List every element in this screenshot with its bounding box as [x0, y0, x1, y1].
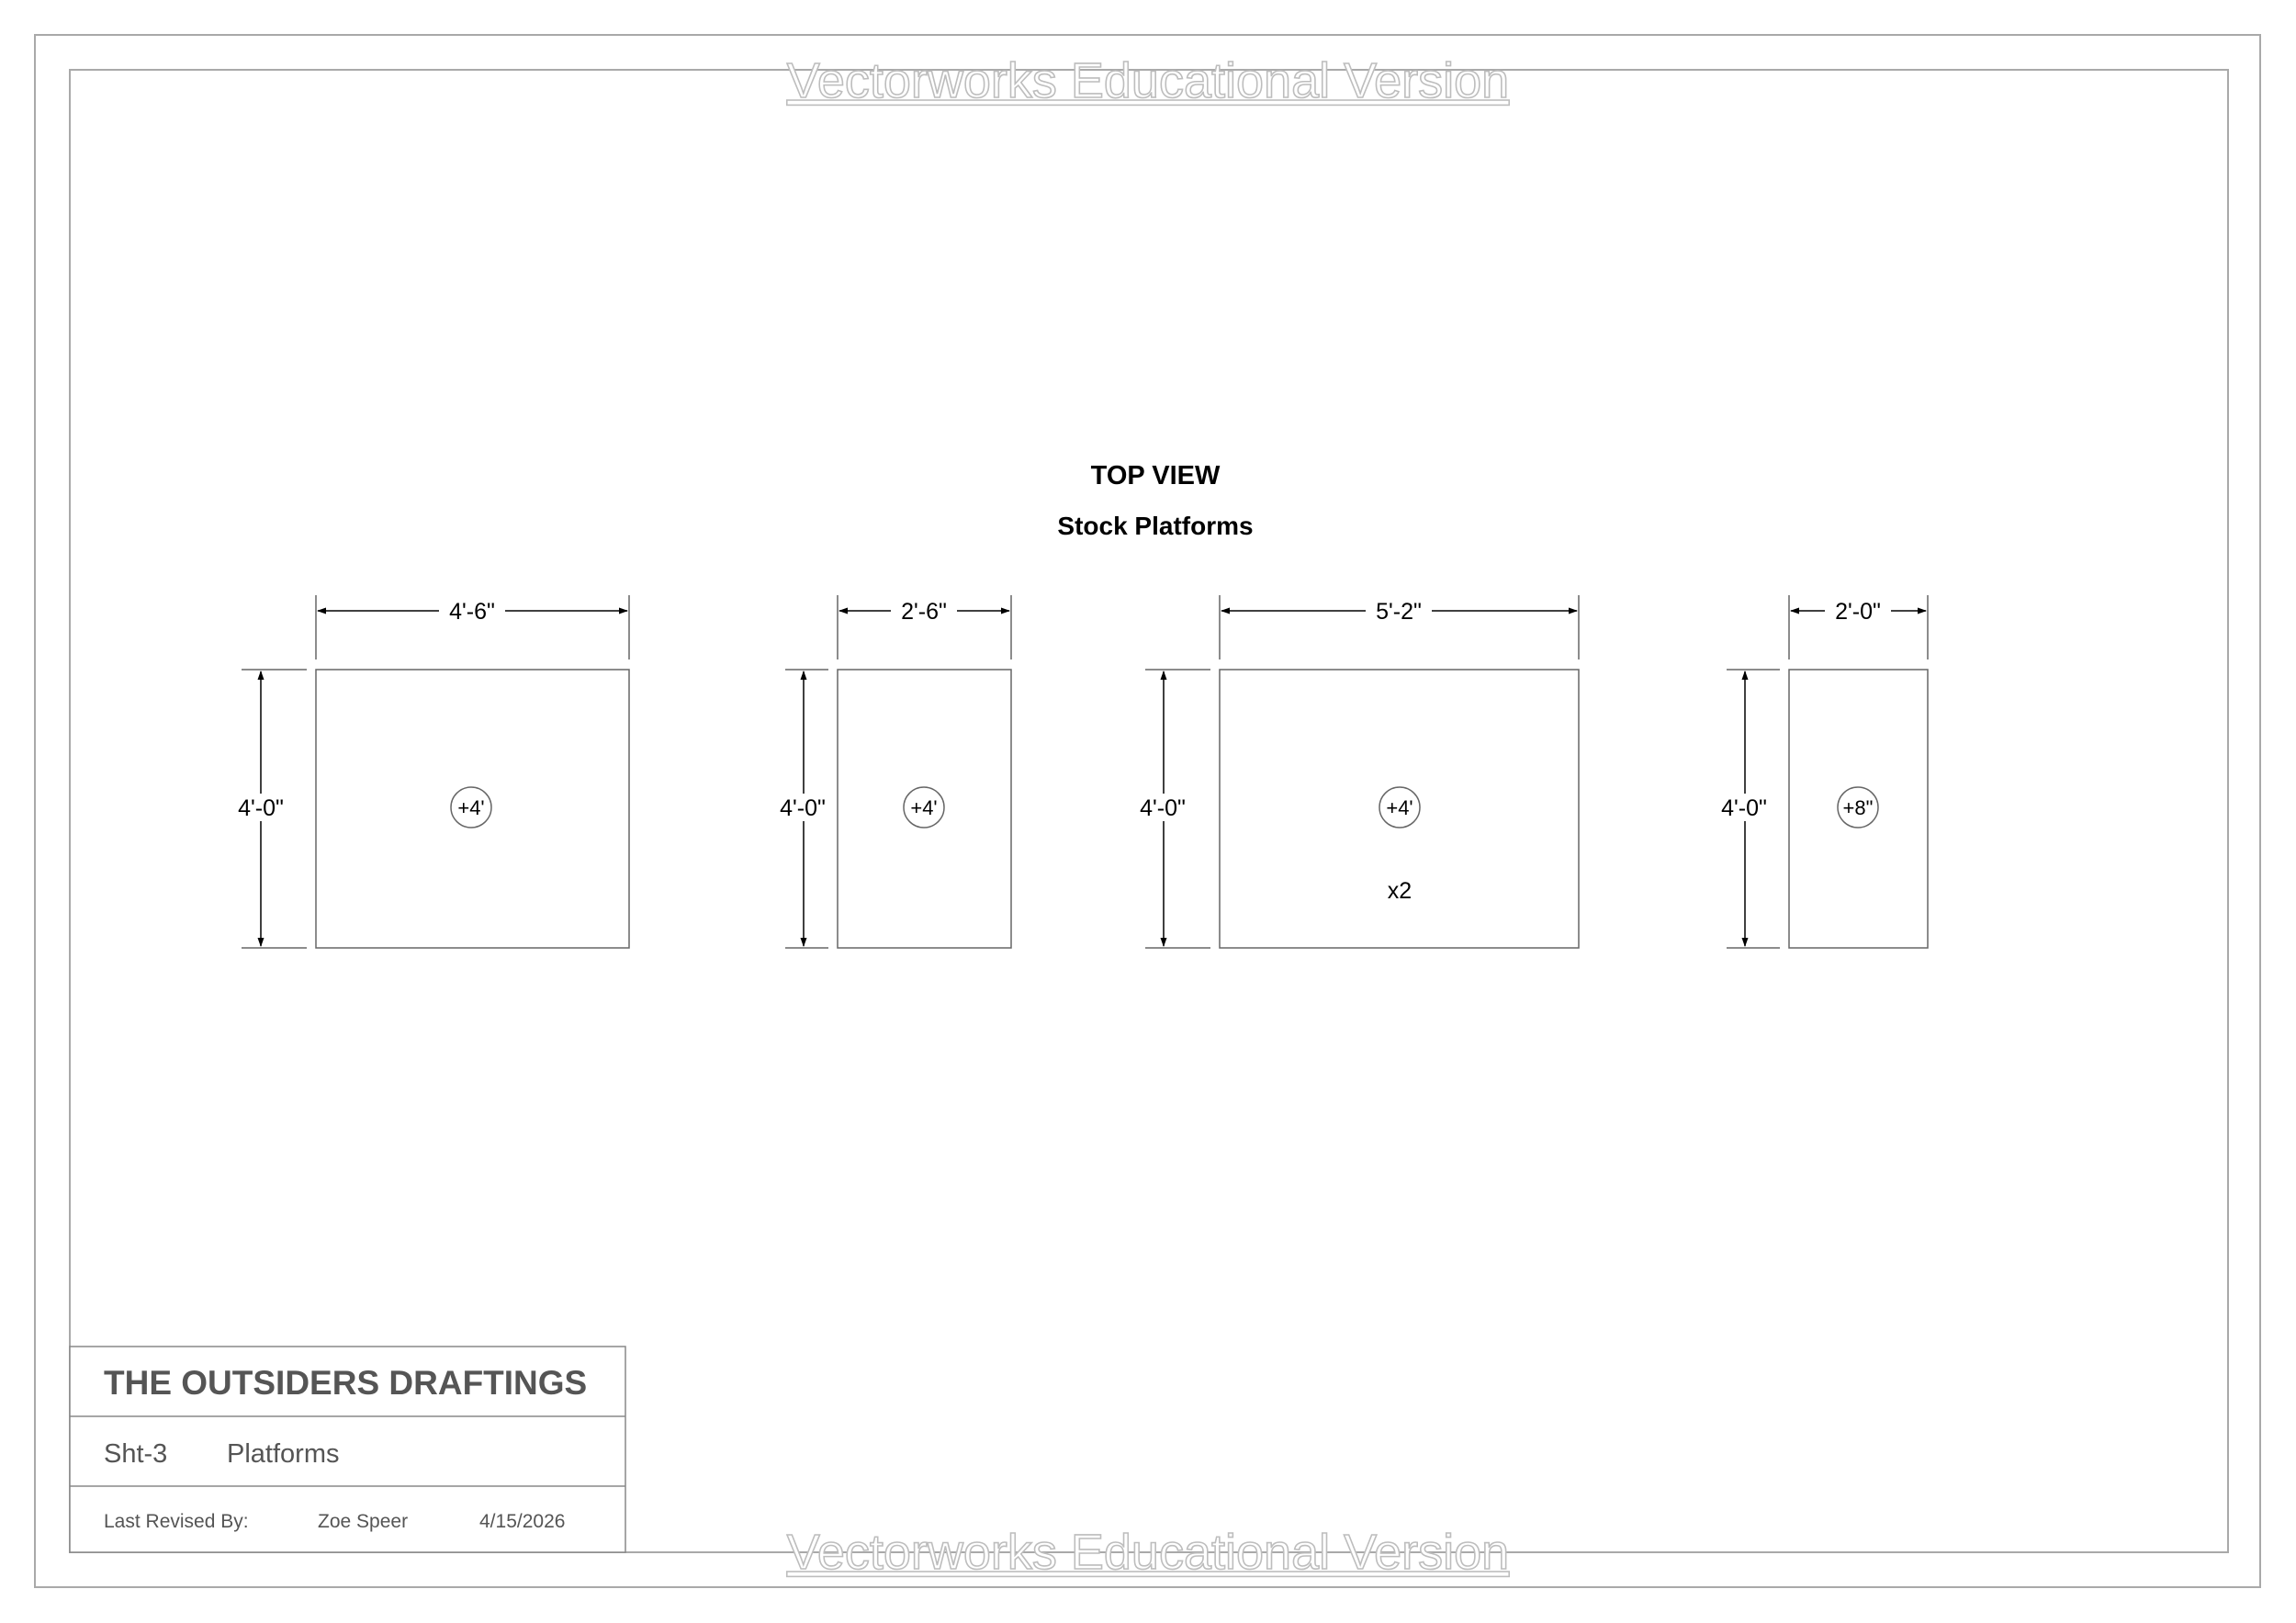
platform-1-depth-mask — [226, 794, 288, 821]
platform-3-depth-label: 4'-0" — [1140, 795, 1186, 821]
platform-3-quantity-label: x2 — [1388, 878, 1412, 904]
platform-1-elevation-label: +4' — [457, 796, 484, 819]
platform-1-width-mask — [439, 597, 505, 623]
platform-2-width-mask — [891, 597, 957, 623]
outer-border — [34, 34, 2261, 1588]
title-block-revised-by: Zoe Speer — [318, 1511, 408, 1532]
platform-1-elevation-tag — [450, 786, 492, 828]
title-block: THE OUTSIDERS DRAFTINGS Sht-3 Platforms … — [69, 1346, 626, 1553]
platform-2-depth-label: 4'-0" — [780, 795, 826, 821]
inner-border — [69, 69, 2229, 1553]
platform-4-elevation-tag — [1837, 786, 1879, 828]
platform-2-depth-mask — [770, 794, 832, 821]
drawing-subtitle: Stock Platforms — [1057, 512, 1253, 540]
platform-1: 4'-6" 4'-0" +4' — [226, 595, 630, 949]
platform-2-outline — [837, 669, 1012, 949]
title-block-project: THE OUTSIDERS DRAFTINGS — [104, 1364, 587, 1402]
platform-3-elevation-label: +4' — [1386, 796, 1412, 819]
platform-1-outline — [315, 669, 630, 949]
title-block-sheet-name: Platforms — [227, 1439, 339, 1469]
platform-4-width-label: 2'-0" — [1835, 599, 1881, 625]
platform-4-depth-mask — [1710, 794, 1773, 821]
drawing-title: TOP VIEW — [1091, 461, 1221, 490]
title-block-sheet-number: Sht-3 — [104, 1439, 167, 1469]
platform-2-width-label: 2'-6" — [901, 599, 947, 625]
platform-4-outline — [1788, 669, 1929, 949]
watermark-bottom: Vectorworks Educational Version — [787, 1525, 1509, 1580]
platform-3: 5'-2" 4'-0" +4' x2 — [1129, 595, 1580, 949]
platform-3-elevation-tag — [1379, 786, 1421, 828]
title-block-frame — [69, 1346, 626, 1553]
platform-4: 2'-0" 4'-0" +8" — [1710, 595, 1929, 949]
platform-3-depth-mask — [1129, 794, 1191, 821]
title-block-revised-label: Last Revised By: — [104, 1511, 249, 1532]
platform-1-width-label: 4'-6" — [449, 599, 495, 625]
watermark-top: Vectorworks Educational Version — [787, 53, 1509, 108]
platform-1-depth-label: 4'-0" — [238, 795, 284, 821]
platform-3-outline — [1219, 669, 1580, 949]
platform-4-width-mask — [1825, 597, 1891, 623]
platform-4-depth-label: 4'-0" — [1721, 795, 1767, 821]
platform-2-elevation-tag — [903, 786, 945, 828]
platform-3-width-label: 5'-2" — [1376, 599, 1422, 625]
title-block-revised-date: 4/15/2026 — [479, 1511, 565, 1532]
platform-2: 2'-6" 4'-0" +4' — [770, 595, 1012, 949]
platform-2-elevation-label: +4' — [910, 796, 937, 819]
platform-4-elevation-label: +8" — [1843, 796, 1874, 819]
platform-3-width-mask — [1366, 597, 1432, 623]
